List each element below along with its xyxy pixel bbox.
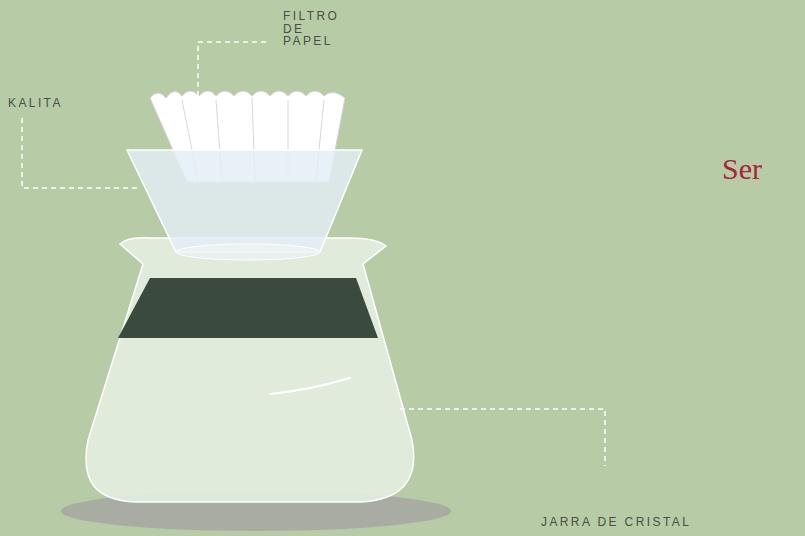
dripper-base — [176, 244, 320, 260]
heading: Ser — [722, 152, 762, 186]
jar-highlight — [270, 378, 350, 394]
leader-lines — [22, 42, 605, 466]
glass-jar — [86, 238, 414, 502]
part-label: JARRA DE CRISTAL — [541, 516, 691, 529]
jar-collar — [118, 278, 378, 338]
kalita-dripper — [127, 150, 362, 252]
part-label: FILTRO DE PAPEL — [283, 10, 339, 48]
part-label: KALITA — [8, 97, 63, 110]
